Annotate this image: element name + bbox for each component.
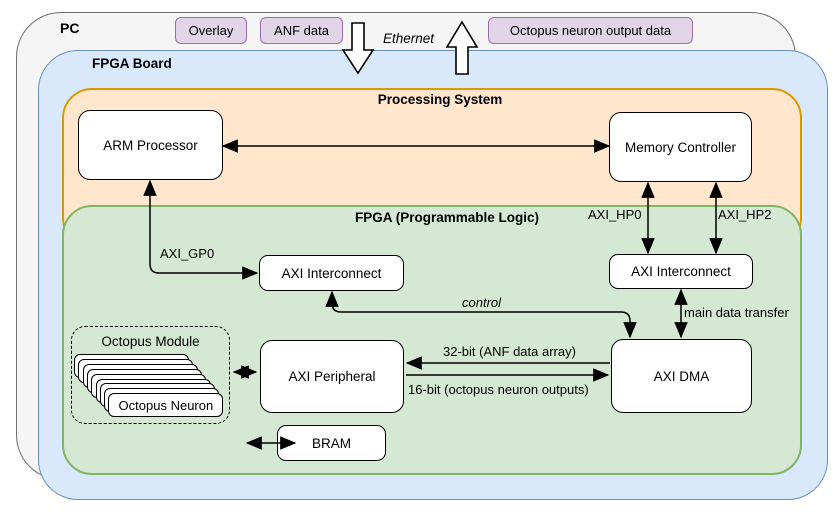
octopus-neuron-stack: Octopus Neuron <box>71 326 230 424</box>
axi-dma-node: AXI DMA <box>611 339 752 413</box>
octopus-module-box <box>71 326 230 424</box>
processing-system-label: Processing System <box>377 92 503 107</box>
axi-gp0-label: AXI_GP0 <box>160 246 215 261</box>
octopus-neuron-card: Octopus Neuron <box>108 393 224 418</box>
fpga-board-label: FPGA Board <box>92 56 172 71</box>
axi-interconnect-left-node: AXI Interconnect <box>259 255 404 291</box>
octopus-output-tag: Octopus neuron output data <box>488 17 693 44</box>
bram-node: BRAM <box>277 425 386 461</box>
neuron-bus-label: 16-bit (octopus neuron outputs) <box>408 382 589 397</box>
arm-processor-node: ARM Processor <box>78 110 223 180</box>
axi-hp0-label: AXI_HP0 <box>588 207 642 222</box>
axi-peripheral-node: AXI Peripheral <box>260 340 404 413</box>
control-label: control <box>462 295 502 310</box>
main-data-transfer-label: main data transfer <box>684 305 789 320</box>
anf-bus-label: 32-bit (ANF data array) <box>443 344 576 359</box>
axi-interconnect-right-node: AXI Interconnect <box>609 254 753 289</box>
anf-data-tag: ANF data <box>260 17 343 44</box>
overlay-tag: Overlay <box>175 17 247 44</box>
octopus-module-label: Octopus Module <box>101 334 200 349</box>
pc-label: PC <box>60 20 80 36</box>
memory-controller-node: Memory Controller <box>609 112 752 182</box>
ethernet-label: Ethernet <box>383 31 435 46</box>
fpga-pl-label: FPGA (Programmable Logic) <box>354 210 540 225</box>
axi-hp2-label: AXI_HP2 <box>718 207 772 222</box>
